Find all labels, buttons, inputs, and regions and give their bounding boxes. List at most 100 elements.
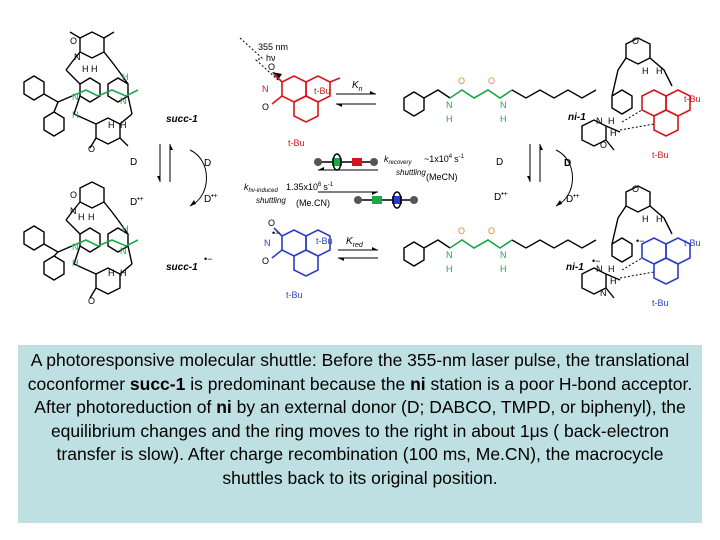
atom-O: O	[268, 62, 275, 72]
radical-anion-mark: •−	[204, 254, 212, 264]
radical-dot: •	[204, 254, 207, 264]
atom-H: H	[120, 120, 127, 130]
svg-text:•−: •−	[272, 228, 280, 238]
atom-N: N	[446, 100, 453, 110]
atom-O: O	[70, 190, 77, 200]
arrow-head-icon	[556, 200, 562, 206]
k-hv-unit-exp: -1	[328, 182, 334, 188]
radical-dot: •	[636, 236, 639, 246]
donor-radical-right-b: D	[566, 194, 573, 205]
svg-text:D•+: D•+	[566, 193, 580, 205]
succ-1-bottom-structure	[23, 181, 139, 299]
atom-H: H	[610, 128, 617, 138]
atom-N: N	[264, 238, 271, 248]
solvent-left: (Me.CN)	[296, 198, 330, 208]
atom-O: O	[600, 140, 607, 150]
k-hv-subscript: hv-induced	[249, 188, 279, 194]
atom-N: N	[500, 100, 507, 110]
atom-H: H	[122, 224, 129, 234]
donor-radical-sup: •+	[501, 191, 508, 198]
atom-H: H	[500, 264, 507, 274]
k-hv-symbol: k	[244, 182, 249, 192]
shuttle-cartoon-lower	[354, 191, 418, 209]
k-recovery-value: ~1x10	[424, 154, 449, 164]
donor-D-left-b: D	[204, 158, 211, 169]
minus-sign: −	[595, 256, 600, 266]
arrow-head-icon	[540, 144, 543, 150]
kn-symbol: K	[352, 80, 360, 91]
atom-O: O	[458, 226, 465, 236]
figure-caption: A photoresponsive molecular shuttle: Bef…	[18, 345, 702, 523]
k-recovery-unit-exp: -1	[459, 154, 465, 160]
donor-radical-left-b: D	[204, 194, 211, 205]
atom-H: H	[656, 66, 663, 76]
atom-O: O	[458, 76, 465, 86]
curved-arrow-left	[189, 149, 207, 207]
atom-O: O	[262, 102, 269, 112]
svg-text:D•+: D•+	[204, 193, 218, 205]
tbu-label: t-Bu	[684, 94, 701, 104]
arrow-head-icon	[370, 91, 376, 94]
atom-H: H	[122, 72, 129, 82]
ni-1-bottom-structure	[581, 185, 691, 299]
donor-D-left: D	[130, 157, 137, 168]
caption-part3: station is a poor H-bond acceptor. After…	[34, 373, 693, 418]
donor-radical-sup: •+	[211, 193, 218, 200]
tbu-label: t-Bu	[314, 86, 331, 96]
radical-dot: •	[592, 256, 595, 266]
atom-H: H	[108, 120, 115, 130]
shuttling-left: shuttling	[256, 196, 286, 205]
atom-N: N	[120, 96, 127, 106]
atom-H: H	[642, 66, 649, 76]
radical-dot: •	[272, 228, 275, 238]
laser-wavelength: 355 nm	[258, 42, 288, 52]
laser-hv: hν	[266, 53, 276, 63]
svg-text:•−: •−	[592, 256, 600, 266]
tbu-label: t-Bu	[684, 238, 701, 248]
arrow-head-icon	[190, 200, 196, 206]
succ-1-top-label: succ-1	[166, 114, 198, 125]
tbu-label: t-Bu	[288, 138, 305, 148]
atom-N: N	[262, 84, 269, 94]
arrow-head-icon	[338, 258, 344, 261]
atom-H: H	[72, 110, 79, 120]
svg-text:krecovery: krecovery	[384, 154, 413, 166]
atom-H: H	[82, 64, 89, 74]
svg-text:Kred: Kred	[346, 236, 364, 249]
k-hv-exp: 6	[318, 182, 322, 188]
atom-N: N	[596, 116, 603, 126]
atom-N: N	[120, 246, 127, 256]
ni-1-bottom-label: ni-1	[566, 262, 584, 273]
atom-H: H	[446, 264, 453, 274]
laser-pulse-icon	[239, 37, 279, 81]
atom-N: N	[72, 92, 79, 102]
shuttle-cartoon-upper	[314, 153, 378, 171]
atom-O: O	[632, 36, 639, 46]
donor-D-right-b: D	[564, 158, 571, 169]
atom-O: O	[488, 76, 495, 86]
atom-H: H	[608, 116, 615, 126]
atom-O: O	[70, 36, 77, 46]
tbu-label: t-Bu	[652, 150, 669, 160]
atom-H: H	[78, 212, 85, 222]
kred-symbol: K	[346, 236, 354, 247]
k-recovery-unit: s	[454, 154, 459, 164]
caption-part4: by an external donor (D; DABCO, TMPD, or…	[50, 397, 686, 488]
k-hv-unit: s	[323, 182, 328, 192]
caption-part1: A photoresponsive molecular shuttle: Bef…	[27, 350, 690, 394]
atom-H: H	[608, 264, 615, 274]
caption-succ1: succ-1	[129, 373, 186, 394]
thread-bottom-right	[403, 239, 597, 267]
donor-radical-sup: •+	[573, 193, 580, 200]
tbu-label: t-Bu	[316, 236, 333, 246]
kn-subscript: n	[359, 86, 363, 93]
curved-arrow-right	[555, 149, 573, 207]
tbu-label: t-Bu	[652, 298, 669, 308]
atom-H: H	[72, 258, 79, 268]
k-recovery-exp: 4	[449, 154, 453, 160]
arrow-head-icon	[372, 247, 378, 250]
k-hv-value: 1.35x10	[286, 182, 318, 192]
atom-H: H	[656, 214, 663, 224]
